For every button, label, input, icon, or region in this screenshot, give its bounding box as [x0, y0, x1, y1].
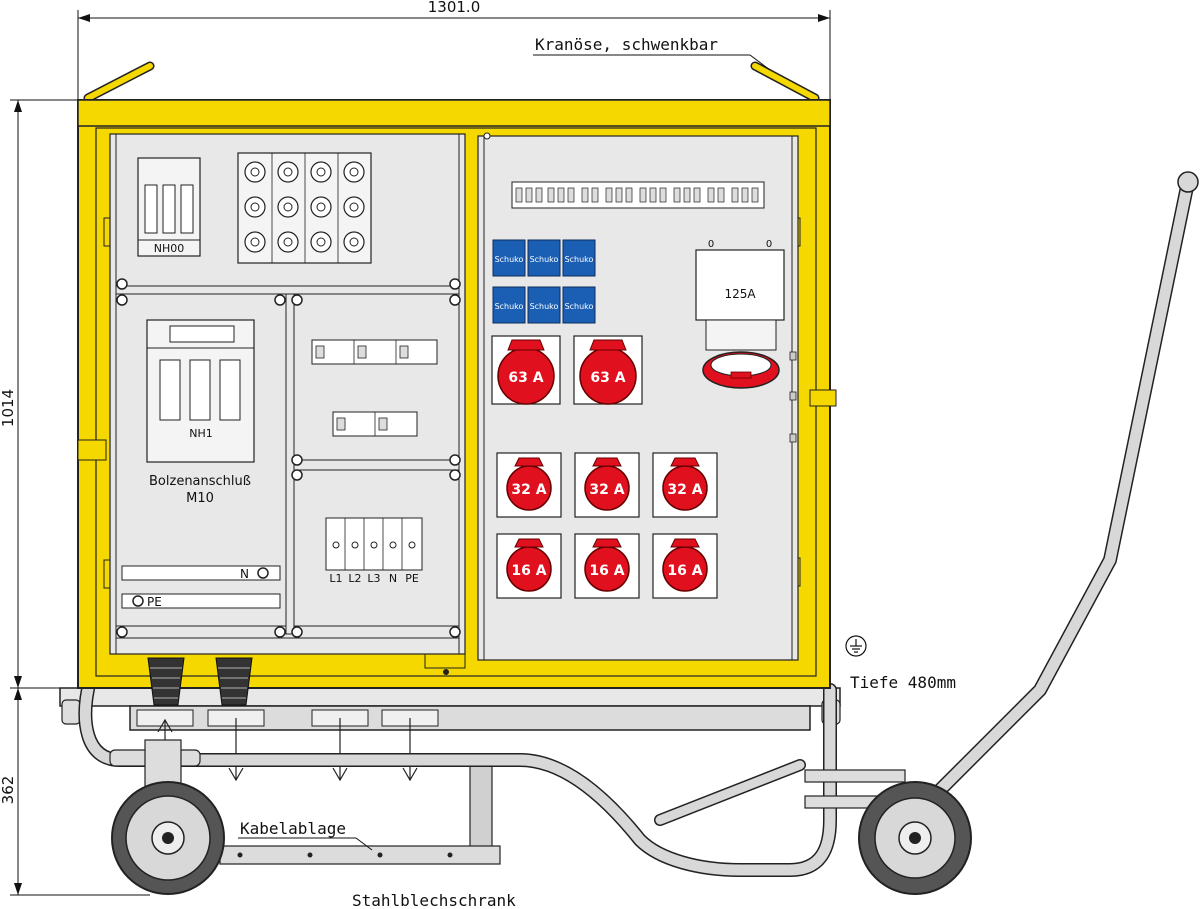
dimension-height-cabinet: 1014	[0, 99, 80, 689]
cee-16a-label: 16 A	[511, 563, 546, 579]
cee-63a-sockets: 63 A 63 A	[491, 335, 643, 405]
terminal-label-l1: L1	[329, 572, 342, 585]
cee-32a-label: 32 A	[667, 482, 702, 498]
schuko-socket-label: Schuko	[565, 302, 594, 311]
fuse-holder-grid	[237, 152, 372, 264]
fuse-nh1: NH1	[146, 319, 255, 463]
trolley-frame	[59, 673, 906, 877]
dimension-width-label: 1301.0	[428, 0, 481, 16]
tow-handle	[933, 171, 1199, 797]
fuse-nh1-label: NH1	[189, 427, 213, 440]
dimension-width: 1301.0	[77, 0, 831, 100]
cee-125a-switch-mark: 0	[708, 239, 714, 250]
schuko-socket-label: Schuko	[565, 255, 594, 264]
wheel-right	[858, 781, 972, 895]
schuko-socket-label: Schuko	[530, 255, 559, 264]
dimension-height-cabinet-label: 1014	[0, 389, 17, 427]
terminal-label-l2: L2	[348, 572, 361, 585]
schuko-socket-label: Schuko	[530, 302, 559, 311]
left-panel: NH00 NH1	[109, 133, 466, 706]
depth-label: Tiefe 480mm	[850, 673, 956, 692]
bolt-connection-size: M10	[186, 491, 214, 506]
crane-eye-label: Kranöse, schwenkbar	[535, 35, 718, 54]
schuko-socket-label: Schuko	[495, 255, 524, 264]
neutral-label: N	[240, 567, 249, 581]
breaker-row-1	[311, 339, 438, 365]
cee-16a-label: 16 A	[589, 563, 624, 579]
cee-16a-label: 16 A	[667, 563, 702, 579]
schuko-socket-label: Schuko	[495, 302, 524, 311]
cee-63a-label: 63 A	[508, 370, 543, 386]
fuse-nh00-label: NH00	[154, 242, 185, 255]
cable-gland-right	[215, 657, 253, 706]
crane-eye-left	[83, 61, 155, 103]
breaker-row-2	[332, 411, 418, 437]
pe-bar: PE	[121, 593, 281, 609]
cabinet-type-label: Stahlblechschrank	[352, 891, 516, 909]
fuse-nh00: NH00	[137, 157, 201, 257]
terminal-label-n: N	[389, 572, 397, 585]
dimension-height-trolley-label: 362	[0, 776, 17, 805]
terminal-label-pe: PE	[405, 572, 419, 585]
cee-32a-label: 32 A	[511, 482, 546, 498]
pe-label: PE	[147, 595, 162, 609]
cee-125a-switch-mark: 0	[766, 239, 772, 250]
cable-storage-callout: Kabelablage	[238, 819, 373, 851]
cee-16a-sockets: 16 A 16 A 16 A	[496, 533, 718, 599]
terminal-label-l3: L3	[367, 572, 380, 585]
cable-storage-label: Kabelablage	[240, 819, 346, 838]
socket-panel: Schuko Schuko Schuko Schuko Schuko Schuk…	[477, 132, 799, 661]
cee-63a-label: 63 A	[590, 370, 625, 386]
wheel-left	[111, 739, 225, 895]
terminal-block: L1 L2 L3 N PE	[325, 517, 423, 585]
cee-125a-label: 125A	[724, 287, 756, 301]
cee-125a-socket: 0 0 125A	[695, 239, 785, 389]
crane-eye-right	[750, 61, 820, 103]
schuko-sockets: Schuko Schuko Schuko Schuko Schuko Schuk…	[492, 239, 596, 324]
dimension-height-trolley: 362	[0, 688, 150, 896]
cee-32a-sockets: 32 A 32 A 32 A	[496, 452, 718, 518]
din-rail-breakers	[511, 181, 765, 209]
cee-32a-label: 32 A	[589, 482, 624, 498]
crane-eye-callout: Kranöse, schwenkbar	[533, 35, 771, 71]
neutral-bar: N	[121, 565, 281, 581]
cable-gland-left	[147, 657, 185, 706]
bolt-connection-label: Bolzenanschluß	[149, 474, 251, 489]
earth-symbol-icon	[845, 635, 867, 657]
